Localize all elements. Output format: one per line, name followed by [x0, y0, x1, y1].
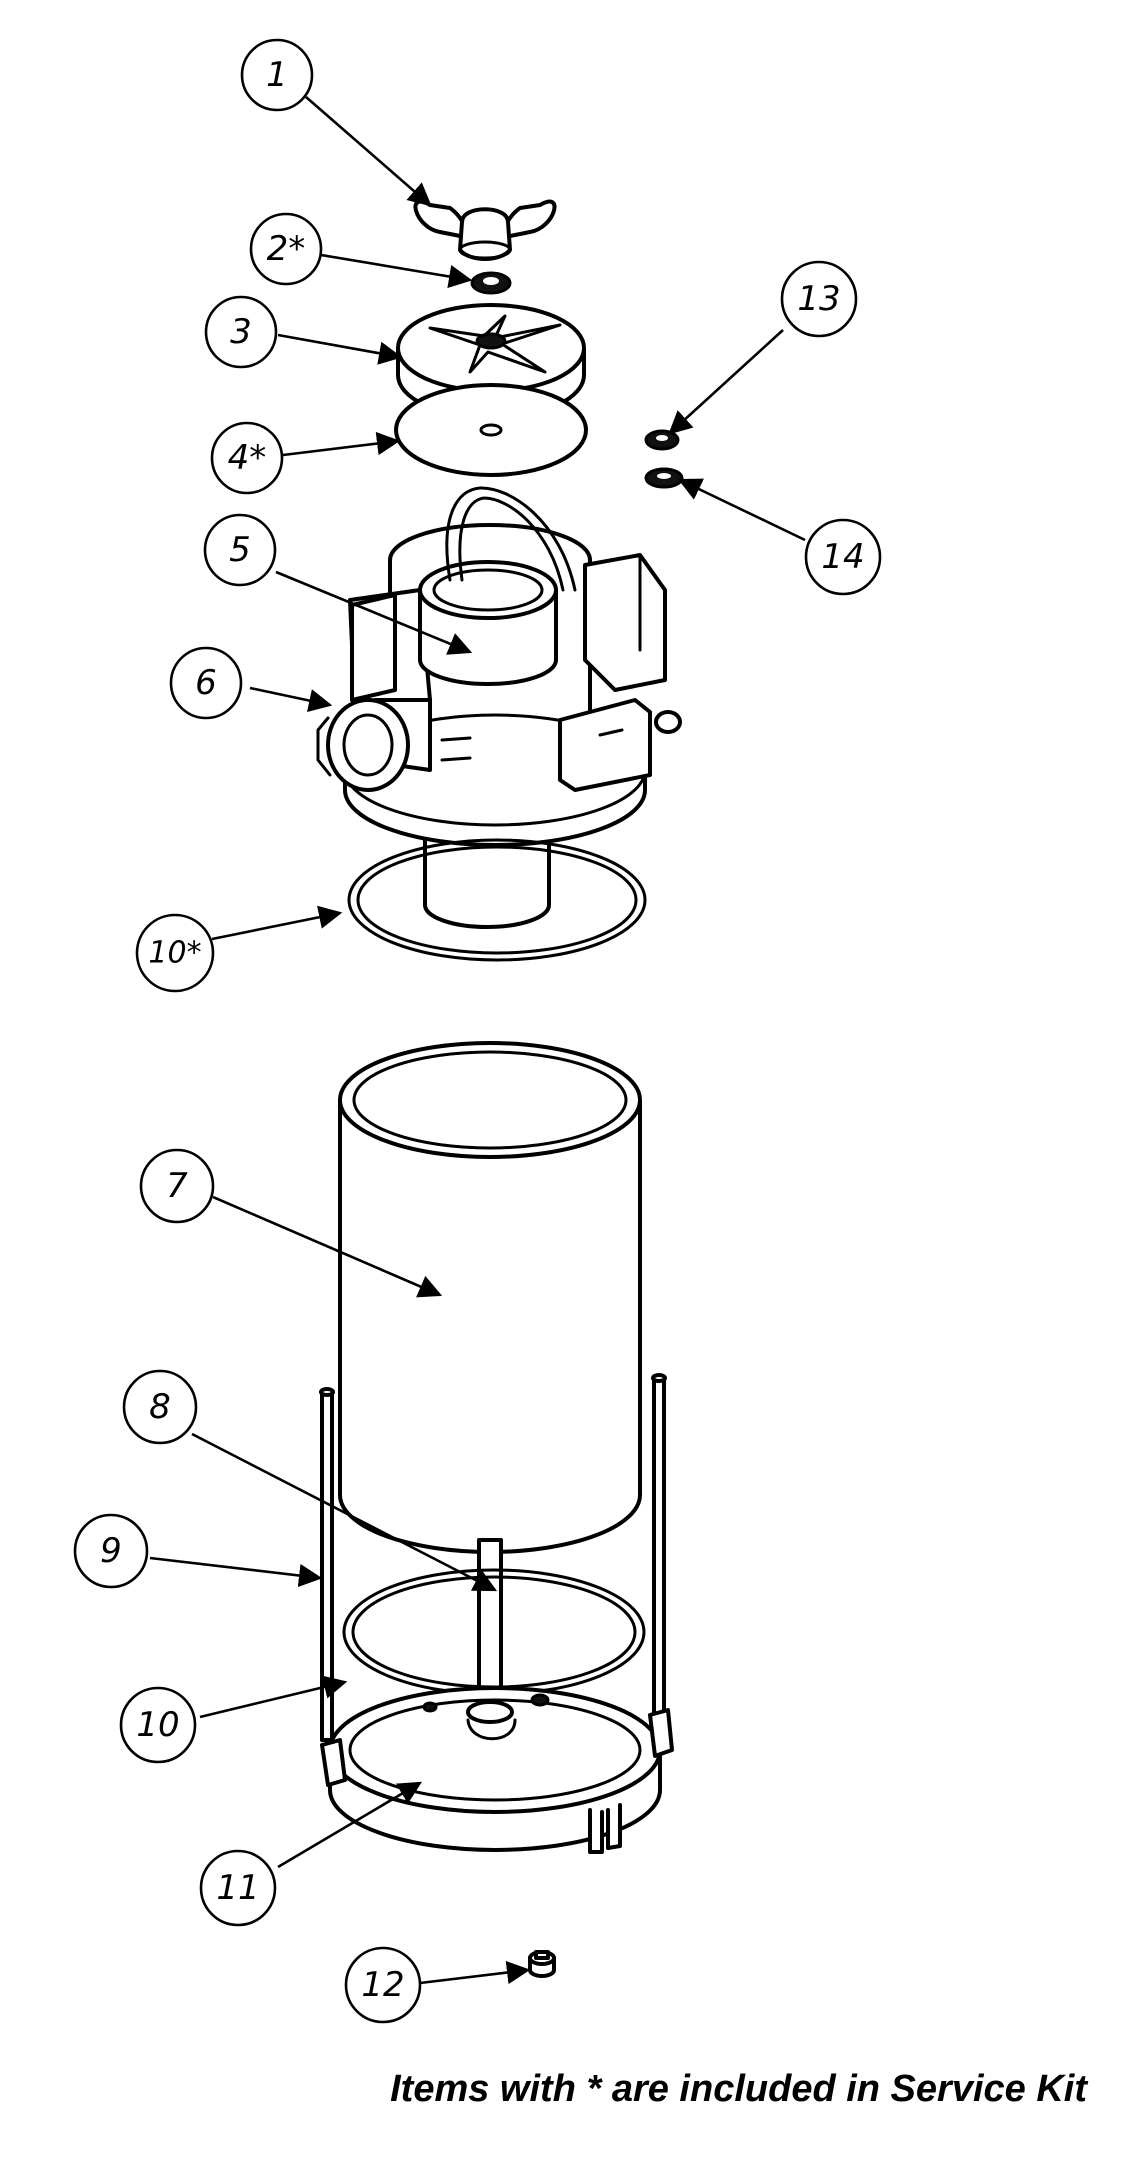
part-drain-plug — [528, 1950, 556, 1978]
callout-7-label: 7 — [166, 1166, 188, 1206]
service-kit-note: Items with * are included in Service Kit — [390, 2068, 1087, 2110]
callout-5-label: 5 — [229, 530, 251, 570]
part-wing-nut — [413, 199, 557, 261]
leader-10b — [199, 1675, 348, 1719]
part-nut-13 — [644, 429, 680, 451]
part-lid-gasket — [394, 383, 588, 477]
callout-14-label: 14 — [821, 537, 864, 577]
callout-6: 6 — [169, 646, 243, 720]
callout-1-label: 1 — [266, 55, 288, 95]
callout-10b: 10 — [119, 1686, 197, 1764]
callout-3-label: 3 — [230, 312, 252, 352]
callout-10b-label: 10 — [136, 1705, 179, 1745]
callout-12: 12 — [344, 1946, 422, 2024]
part-base — [320, 1686, 674, 1854]
callout-11-label: 11 — [216, 1868, 259, 1908]
callout-9-label: 9 — [100, 1531, 122, 1571]
callout-5: 5 — [203, 513, 277, 587]
part-washer-14 — [644, 467, 684, 489]
leader-12 — [419, 1960, 531, 1985]
callout-6-label: 6 — [195, 663, 217, 703]
callout-10a: 10* — [135, 913, 215, 993]
leader-2 — [320, 253, 473, 289]
part-center-rod — [477, 1538, 503, 1712]
leader-lines — [149, 96, 806, 1985]
callout-2-label: 2* — [267, 229, 306, 269]
callout-11: 11 — [199, 1849, 277, 1927]
callout-2: 2* — [249, 212, 323, 286]
leader-10a — [211, 905, 343, 941]
leader-11 — [277, 1781, 423, 1869]
callout-8: 8 — [122, 1369, 198, 1445]
leader-9 — [149, 1556, 323, 1588]
leader-13 — [668, 329, 784, 435]
callout-3: 3 — [204, 295, 278, 369]
callout-13: 13 — [780, 260, 858, 338]
leader-14 — [677, 478, 806, 542]
leader-3 — [277, 333, 403, 365]
callout-4: 4* — [210, 421, 284, 495]
part-valve-body — [316, 486, 682, 929]
leader-1 — [305, 96, 432, 207]
callout-13-label: 13 — [797, 279, 840, 319]
callout-9: 9 — [73, 1513, 149, 1589]
leader-5 — [275, 570, 473, 655]
part-oring-upper — [347, 838, 647, 962]
part-washer-top — [470, 271, 512, 295]
leader-6 — [249, 686, 333, 713]
part-bowl — [338, 1041, 642, 1554]
callout-4-label: 4* — [228, 438, 267, 478]
leader-8 — [191, 1432, 498, 1592]
callout-10a-label: 10* — [148, 936, 201, 971]
callout-8-label: 8 — [149, 1387, 171, 1427]
leader-4 — [282, 431, 401, 457]
callout-12-label: 12 — [361, 1965, 404, 2005]
callout-14: 14 — [804, 518, 882, 596]
callout-1: 1 — [240, 38, 314, 112]
leader-7 — [212, 1195, 443, 1298]
callout-7: 7 — [139, 1148, 215, 1224]
